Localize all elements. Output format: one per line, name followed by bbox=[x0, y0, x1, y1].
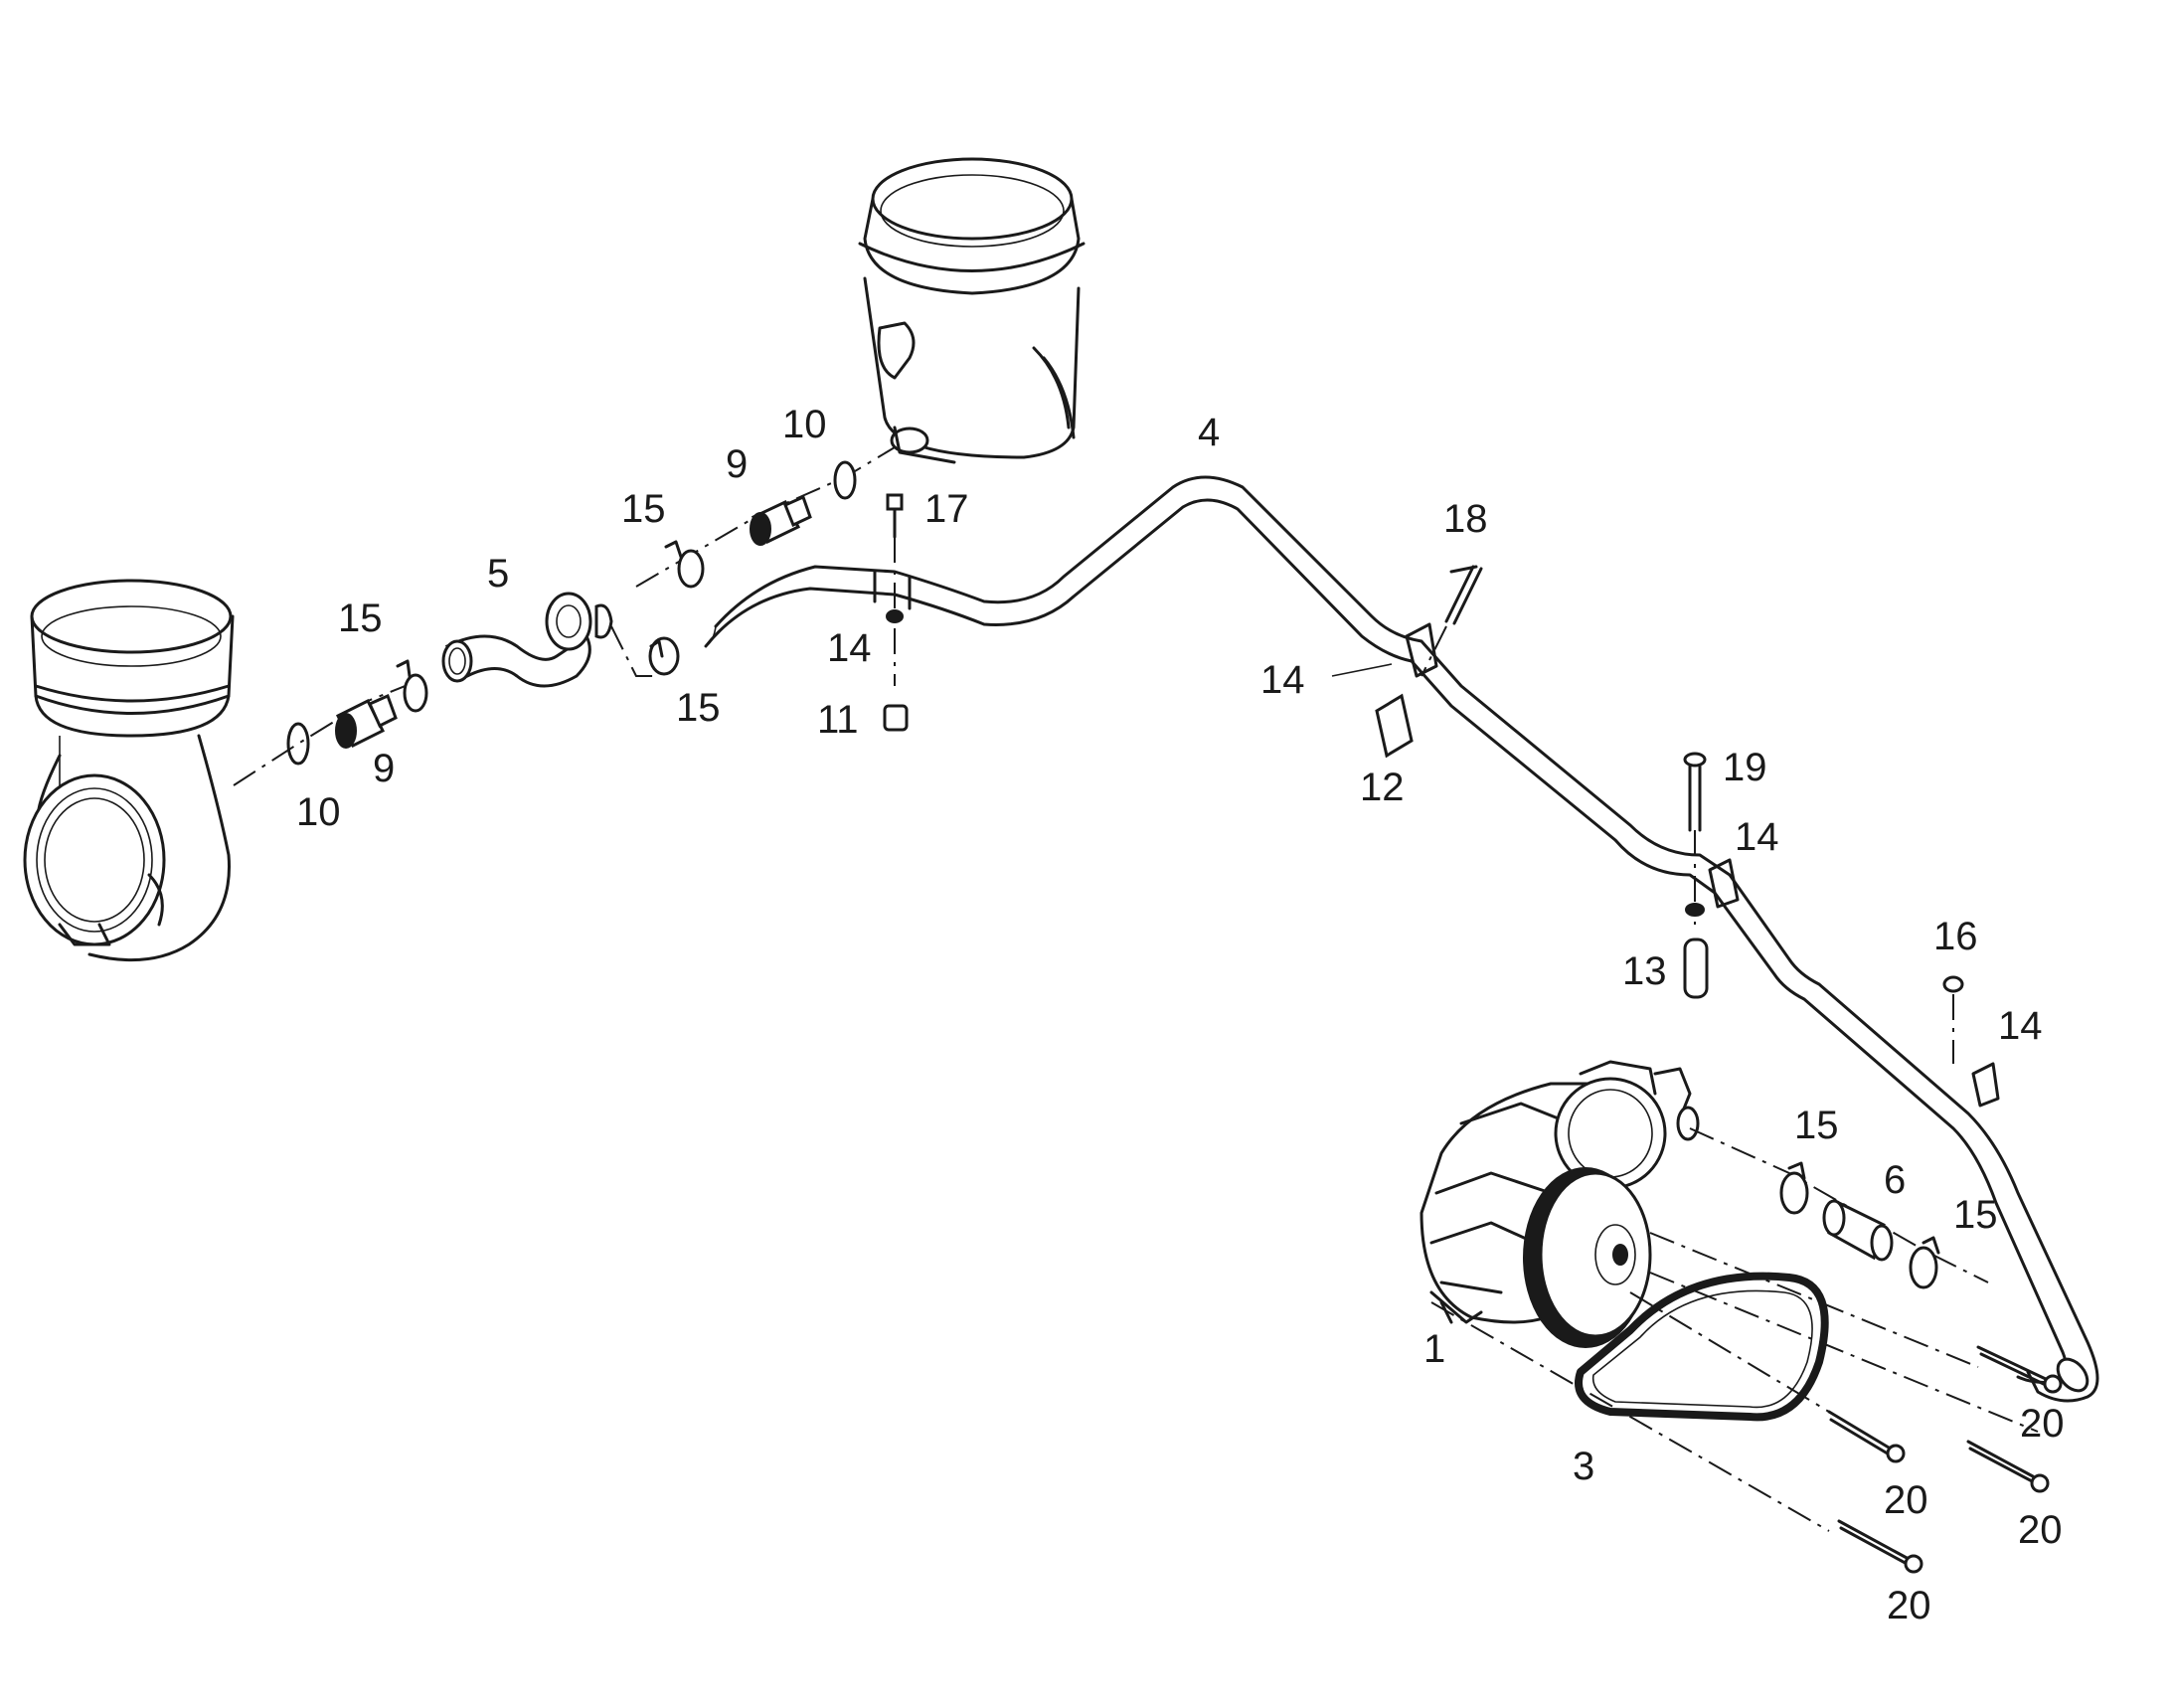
callout-14-b: 14 bbox=[1260, 658, 1305, 702]
callout-15-a: 15 bbox=[338, 597, 383, 640]
air-pump-1 bbox=[1420, 1060, 1700, 1348]
callout-15-b: 15 bbox=[621, 487, 666, 531]
callout-9-left: 9 bbox=[373, 747, 395, 790]
callout-5: 5 bbox=[487, 552, 509, 596]
bracket-18-14-12 bbox=[1331, 565, 1483, 759]
callout-17: 17 bbox=[924, 487, 969, 531]
callout-18: 18 bbox=[1443, 497, 1488, 541]
callout-15-c: 15 bbox=[676, 686, 721, 730]
fittings-upper bbox=[635, 446, 896, 676]
left-airbox-elbow bbox=[23, 579, 235, 962]
callout-20-a: 20 bbox=[2020, 1402, 2065, 1446]
air-tube-4 bbox=[704, 475, 2099, 1403]
hose-5 bbox=[441, 592, 656, 688]
callout-11: 11 bbox=[817, 698, 859, 742]
bolt-16 bbox=[1942, 975, 1964, 1064]
callout-10-left: 10 bbox=[296, 790, 341, 834]
callout-14-a: 14 bbox=[827, 626, 872, 670]
callout-14-d: 14 bbox=[1998, 1004, 2043, 1048]
callout-20-b: 20 bbox=[1884, 1478, 1928, 1522]
callout-4: 4 bbox=[1198, 411, 1220, 454]
bracket-17-14-11 bbox=[883, 493, 909, 732]
center-airbox-elbow bbox=[858, 157, 1086, 464]
callout-16: 16 bbox=[1933, 915, 1978, 958]
hose-6 bbox=[1689, 1127, 1989, 1289]
callout-3: 3 bbox=[1573, 1445, 1594, 1488]
callout-15-e: 15 bbox=[1953, 1193, 1998, 1237]
callout-10-upper: 10 bbox=[782, 403, 827, 446]
callout-20-c: 20 bbox=[2018, 1508, 2063, 1552]
bolts-20 bbox=[1430, 1232, 2063, 1574]
belt-3 bbox=[1575, 1272, 1829, 1422]
fittings-left bbox=[233, 659, 428, 786]
callout-12: 12 bbox=[1360, 766, 1405, 809]
callout-14-c: 14 bbox=[1735, 815, 1779, 859]
callout-6: 6 bbox=[1884, 1158, 1906, 1202]
callout-20-d: 20 bbox=[1887, 1584, 1931, 1627]
callout-13: 13 bbox=[1622, 949, 1667, 993]
callout-9-upper: 9 bbox=[726, 442, 748, 486]
callout-15-d: 15 bbox=[1794, 1104, 1839, 1147]
callout-1: 1 bbox=[1423, 1327, 1445, 1371]
callout-labels: 1 3 4 5 6 9 9 10 10 11 12 13 14 14 14 14… bbox=[296, 403, 2065, 1627]
bracket-19-14-13 bbox=[1683, 752, 1709, 999]
callout-19: 19 bbox=[1723, 746, 1767, 789]
